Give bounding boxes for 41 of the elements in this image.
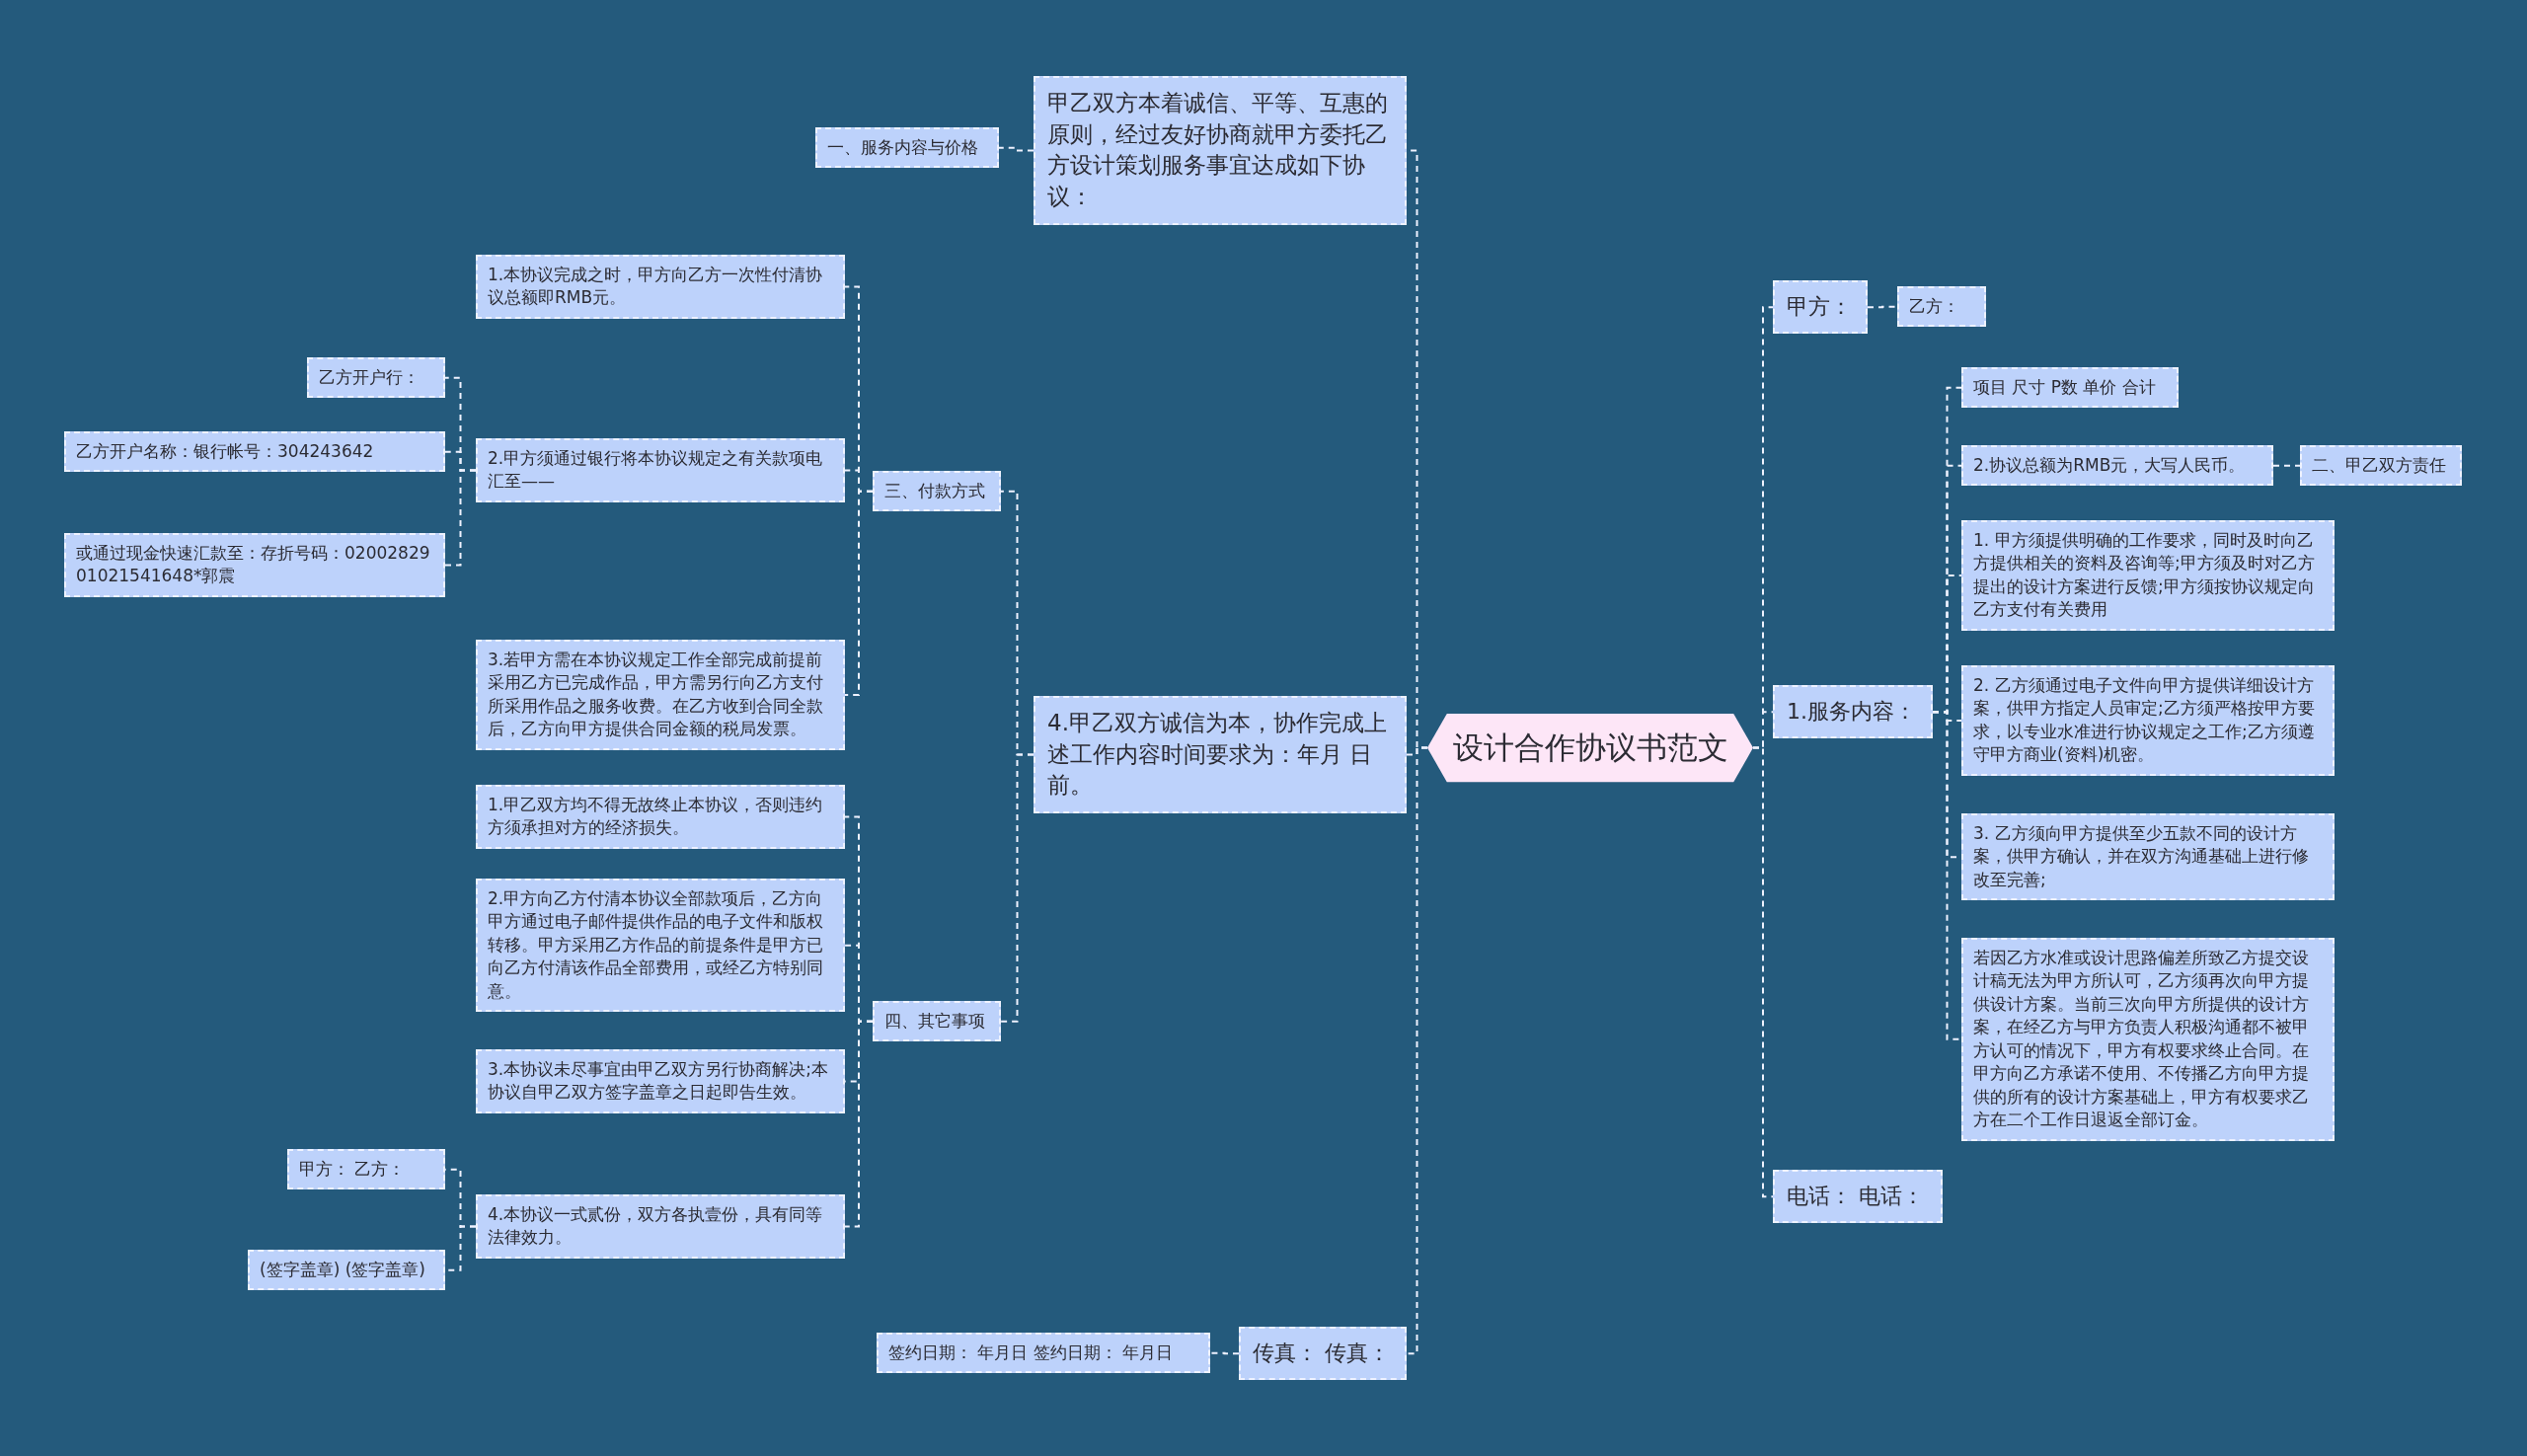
- topic-box: 1.甲乙双方均不得无故终止本协议，否则违约方须承担对方的经济损失。: [476, 785, 845, 849]
- topic-box: 若因乙方水准或设计思路偏差所致乙方提交设计稿无法为甲方所认可，乙方须再次向甲方提供设计方案。当前三次向甲方所提供的设计方案，在经乙方与甲方负责人积极沟通都不被甲方认可的情况下，甲方有权要求终止合同。在甲方向乙方承诺不使用、不传播乙方向甲方提供的所有的设计方案基础上，甲方有权要求乙方在二个工作日退返全部订金。: [1961, 938, 2335, 1141]
- topic-box: 1.服务内容：: [1773, 685, 1933, 739]
- topic-box: 甲乙双方本着诚信、平等、互惠的原则，经过友好协商就甲方委托乙方设计策划服务事宜达成如下协议：: [1034, 76, 1407, 225]
- topic-box: 1.本协议完成之时，甲方向乙方一次性付清协议总额即RMB元。: [476, 255, 845, 319]
- topic-box: 1. 甲方须提供明确的工作要求，同时及时向乙方提供相关的资料及咨询等;甲方须及时对乙方提出的设计方案进行反馈;甲方须按协议规定向乙方支付有关费用: [1961, 520, 2335, 631]
- topic-box: 乙方开户行：: [307, 357, 445, 399]
- connector-line: [998, 146, 1034, 152]
- connector-line: [1752, 746, 1774, 1198]
- connector-line: [444, 469, 477, 567]
- connector-line: [1867, 305, 1898, 309]
- topic-box: 乙方：: [1897, 286, 1986, 328]
- topic-box: 二、甲乙双方责任: [2300, 445, 2462, 487]
- connector-line: [2272, 464, 2301, 467]
- topic-box: 甲方：: [1773, 280, 1868, 335]
- topic-box: 签约日期： 年月日 签约日期： 年月日: [877, 1333, 1210, 1374]
- connector-line: [1406, 746, 1428, 1355]
- topic-box: 三、付款方式: [873, 471, 1001, 512]
- topic-box: 2.甲方向乙方付清本协议全部款项后，乙方向甲方通过电子邮件提供作品的电子文件和版权转移。甲方采用乙方作品的前提条件是甲方已向乙方付清该作品全部费用，或经乙方特别同意。: [476, 879, 845, 1013]
- topic-box: 传真： 传真：: [1239, 1327, 1407, 1381]
- topic-box: 2.协议总额为RMB元，大写人民币。: [1961, 445, 2273, 487]
- topic-box: 项目 尺寸 P数 单价 合计: [1961, 367, 2179, 409]
- topic-box: (签字盖章) (签字盖章): [248, 1250, 445, 1291]
- topic-box: 3. 乙方须向甲方提供至少五款不同的设计方案，供甲方确认，并在双方沟通基础上进行修改至完善;: [1961, 813, 2335, 901]
- central-topic: 设计合作协议书范文: [1427, 714, 1753, 783]
- topic-box: 甲方： 乙方：: [287, 1149, 445, 1190]
- topic-box: 2. 乙方须通过电子文件向甲方提供详细设计方案，供甲方指定人员审定;乙方须严格按甲方要求，以专业水准进行协议规定之工作;乙方须遵守甲方商业(资料)机密。: [1961, 665, 2335, 776]
- connector-line: [1000, 753, 1034, 1023]
- topic-box: 3.若甲方需在本协议规定工作全部完成前提前采用乙方已完成作品，甲方需另行向乙方支付所采用作品之服务收费。在乙方收到合同全款后，乙方向甲方提供合同金额的税局发票。: [476, 640, 845, 750]
- topic-box: 四、其它事项: [873, 1001, 1001, 1042]
- topic-box: 2.甲方须通过银行将本协议规定之有关款项电汇至——: [476, 438, 845, 502]
- topic-box: 或通过现金快速汇款至：存折号码：0200282901021541648*郭震: [64, 533, 445, 597]
- topic-box: 一、服务内容与价格: [815, 127, 999, 169]
- topic-box: 3.本协议未尽事宜由甲乙双方另行协商解决;本协议自甲乙双方签字盖章之日起即告生效。: [476, 1049, 845, 1113]
- topic-box: 4.本协议一式贰份，双方各执壹份，具有同等法律效力。: [476, 1194, 845, 1259]
- connector-line: [844, 490, 874, 696]
- topic-box: 乙方开户名称：银行帐号：304243642: [64, 431, 445, 473]
- topic-box: 4.甲乙双方诚信为本，协作完成上述工作内容时间要求为：年月 日前。: [1034, 696, 1407, 814]
- connector-line: [1209, 1351, 1240, 1355]
- topic-box: 电话： 电话：: [1773, 1170, 1943, 1224]
- connector-line: [844, 1020, 874, 1228]
